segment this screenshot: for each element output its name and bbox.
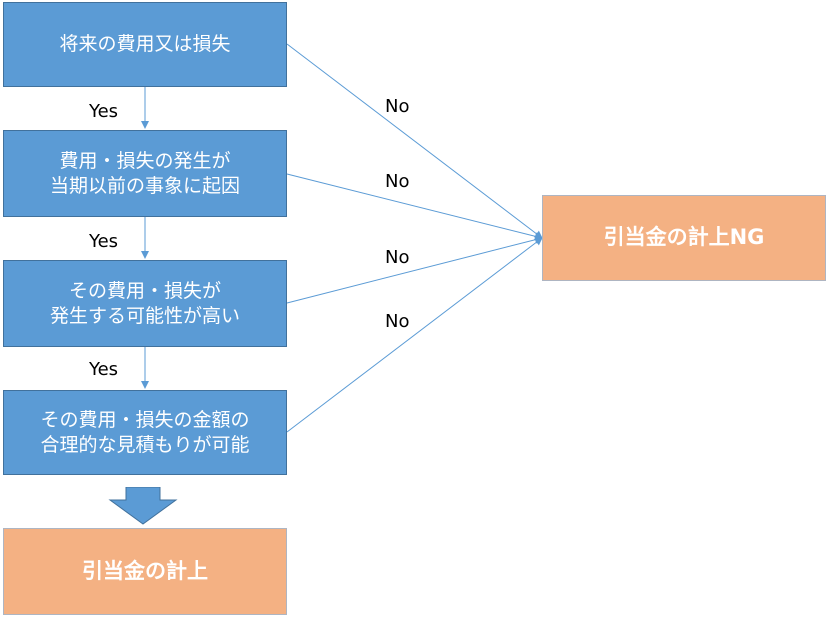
step-2-line-1: 費用・損失の発生が	[59, 149, 231, 172]
step-box-1: 将来の費用又は損失	[3, 2, 287, 87]
no-arrow-3	[286, 235, 543, 304]
no-label-4: No	[385, 311, 410, 332]
step-box-2: 費用・損失の発生が 当期以前の事象に起因	[3, 130, 287, 217]
step-2-line-2: 当期以前の事象に起因	[49, 174, 240, 197]
no-label-3: No	[385, 247, 410, 268]
no-arrow-4	[286, 237, 543, 433]
yes-label-1: Yes	[89, 101, 119, 122]
result-ng-label: 引当金の計上NG	[603, 225, 765, 250]
block-down-arrow-icon	[108, 487, 178, 525]
step-4-line-1: その費用・損失の金額の	[40, 408, 250, 431]
yes-label-3: Yes	[89, 359, 119, 380]
result-ok-label: 引当金の計上	[82, 558, 208, 583]
no-label-2: No	[385, 171, 410, 192]
step-3-line-2: 発生する可能性が高い	[49, 304, 240, 327]
result-ok-box: 引当金の計上	[3, 528, 287, 615]
no-arrow-2	[286, 173, 543, 241]
result-ng-box: 引当金の計上NG	[542, 195, 826, 281]
step-box-4: その費用・損失の金額の 合理的な見積もりが可能	[3, 390, 287, 475]
step-4-line-2: 合理的な見積もりが可能	[40, 433, 250, 456]
no-label-1: No	[385, 96, 410, 117]
step-box-3: その費用・損失が 発生する可能性が高い	[3, 260, 287, 347]
yes-label-2: Yes	[89, 231, 119, 252]
step-3-line-1: その費用・損失が	[68, 279, 221, 302]
step-1-line-1: 将来の費用又は損失	[59, 33, 231, 56]
no-arrow-1	[286, 43, 543, 239]
